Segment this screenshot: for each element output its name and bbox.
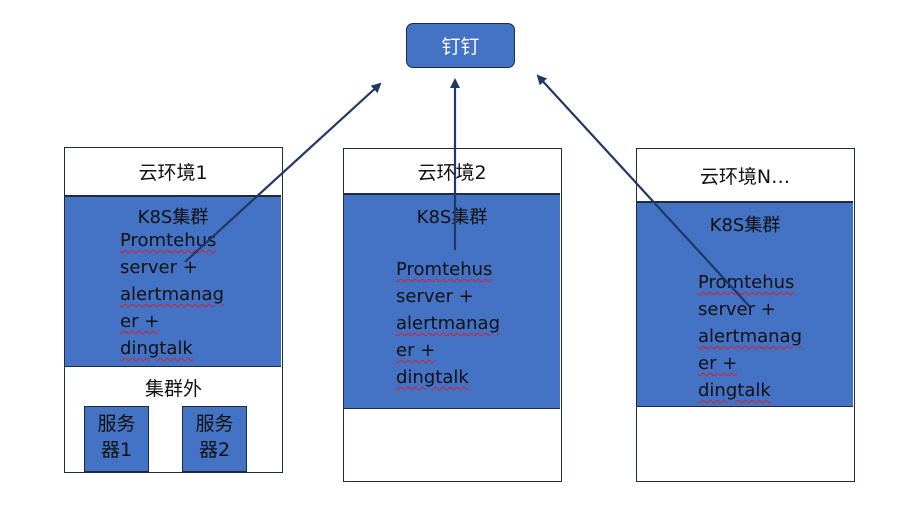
cloud-env-2: 云环境2 K8S集群 Promtehus server + alertmanag… [343, 148, 562, 482]
cloud-env-n-title: 云环境N… [637, 149, 853, 202]
cloud-env-1-title: 云环境1 [65, 148, 281, 196]
k8s-cluster-2-components: Promtehus server + alertmanag er + dingt… [396, 256, 500, 391]
component-line: er + [698, 353, 738, 374]
k8s-cluster-2: K8S集群 Promtehus server + alertmanag er +… [344, 194, 560, 409]
server-1-line1: 服务 [97, 413, 136, 435]
cloud-env-1-title-text: 云环境1 [138, 162, 208, 184]
k8s-cluster-2-title: K8S集群 [416, 207, 488, 228]
arrow-envn-to-dingtalk [536, 74, 751, 308]
cloud-env-2-title-text: 云环境2 [417, 161, 487, 184]
component-line: alertmanag [120, 284, 224, 305]
server-2: 服务 器2 [182, 406, 247, 472]
k8s-cluster-1-components: Promtehus server + alertmanag er + dingt… [120, 227, 224, 362]
server-1: 服务 器1 [84, 406, 149, 472]
component-line: dingtalk [120, 338, 193, 359]
component-line: server + [120, 257, 198, 278]
cloud-env-n-title-text: 云环境N… [699, 165, 791, 188]
dingtalk-node-label: 钉钉 [441, 36, 480, 58]
component-line: alertmanag [396, 313, 500, 334]
component-line: er + [396, 340, 436, 361]
server-1-line2: 器1 [100, 439, 133, 461]
k8s-cluster-1: K8S集群 Promtehus server + alertmanag er +… [65, 196, 281, 367]
component-line: server + [698, 299, 776, 320]
component-line: Promtehus [120, 230, 217, 251]
cloud-env-1: 云环境1 K8S集群 Promtehus server + alertmanag… [64, 147, 283, 473]
component-line: Promtehus [396, 259, 493, 280]
component-line: server + [396, 286, 474, 307]
server-2-line2: 器2 [198, 439, 231, 461]
component-line: dingtalk [698, 380, 771, 401]
server-2-line1: 服务 [195, 413, 234, 435]
arrow-env1-to-dingtalk [184, 82, 382, 263]
outside-cluster-title: 集群外 [144, 378, 202, 400]
k8s-cluster-1-title: K8S集群 [137, 207, 209, 228]
component-line: er + [120, 311, 160, 332]
k8s-cluster-n-title: K8S集群 [709, 215, 781, 236]
dingtalk-node: 钉钉 [406, 23, 515, 68]
component-line: dingtalk [396, 367, 469, 388]
cloud-env-n: 云环境N… K8S集群 Promtehus server + alertmana… [636, 148, 855, 482]
component-line: alertmanag [698, 326, 802, 347]
cloud-env-2-title: 云环境2 [344, 149, 560, 194]
